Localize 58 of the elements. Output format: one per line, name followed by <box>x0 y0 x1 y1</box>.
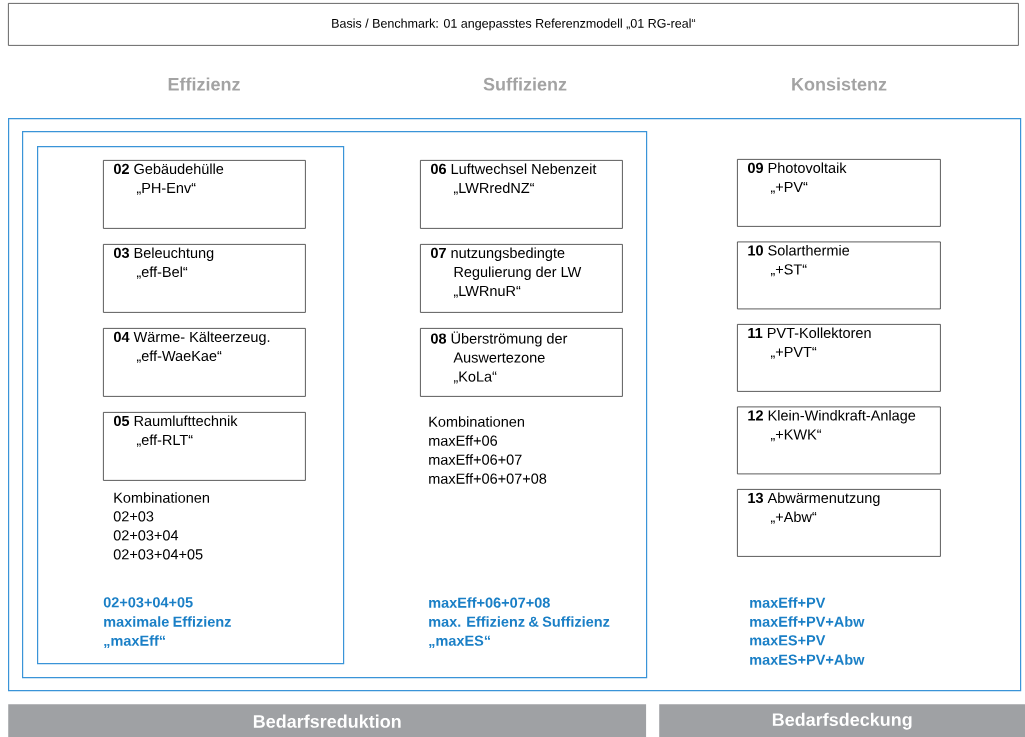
measure-title: 10 Solarthermie <box>748 244 850 256</box>
result-text: max. Effizienz & Suffizienz „maxES“ <box>429 616 610 648</box>
measure-title: 13 Abwärmenutzung <box>748 492 880 506</box>
measure-box <box>420 244 623 313</box>
measure-title: 12 Klein-Windkraft-Anlage <box>748 409 916 424</box>
combination-text: maxEff+06+07+08 <box>429 473 547 484</box>
measure-title: 04 Wärme- Kälteerzeug. <box>114 331 270 345</box>
combination-text: Kombinationen <box>114 492 209 503</box>
column-heading: Suffizienz <box>483 77 567 91</box>
result-text: maxEff+PV+Abw <box>750 616 865 627</box>
measure-title: 02 Gebäudehülle <box>114 163 224 175</box>
result-text: 02+03+04+05 <box>103 597 193 608</box>
measure-title: 07 nutzungsbedingte Regulierung der LW <box>431 247 582 280</box>
measure-box <box>103 244 306 313</box>
measure-box <box>420 160 623 229</box>
code-label: „PH-Env“ <box>136 182 196 195</box>
result-text: maxEff+06+07+08 <box>429 597 550 608</box>
code-label: „eff-WaeKae“ <box>136 350 222 363</box>
combination-text: 02+03+04+05 <box>113 549 203 560</box>
category-bar: Bedarfsreduktion <box>8 704 647 737</box>
result-text: maxEff+PV <box>750 597 826 608</box>
measure-box <box>103 328 306 397</box>
measure-box <box>737 324 941 392</box>
combination-text: 02+03 <box>113 511 154 522</box>
measure-title: 08 Überströmung der Auswertezone <box>431 331 568 363</box>
combination-text: Kombinationen <box>429 416 524 427</box>
result-text: maximale Effizienz „maxEff“ <box>104 616 231 648</box>
combination-text: 02+03+04 <box>113 530 179 541</box>
code-label: „+PV“ <box>770 181 808 194</box>
code-label: „LWRnuR“ <box>453 285 521 298</box>
code-label: „+Abw“ <box>770 511 817 524</box>
code-label: „+KWK“ <box>770 429 822 442</box>
measure-title: 09 Photovoltaik <box>748 162 847 174</box>
measure-title: 03 Beleuchtung <box>114 247 214 261</box>
code-label: „LWRredNZ“ <box>453 182 534 195</box>
column-heading: Effizienz <box>168 77 240 91</box>
result-text: maxES+PV <box>750 635 826 646</box>
result-text: maxES+PV+Abw <box>750 654 865 665</box>
code-label: „KoLa“ <box>453 371 497 384</box>
measure-box <box>737 159 941 227</box>
column-heading: Konsistenz <box>792 77 887 91</box>
code-label: „eff-RLT“ <box>136 434 193 447</box>
measure-box <box>737 489 941 557</box>
measure-box <box>420 328 623 397</box>
code-label: „+PVT“ <box>770 346 817 359</box>
header-box: Basis / Benchmark: 01 angepasstes Referenzmodell „01 RG-real“ <box>8 3 1019 46</box>
category-bar: Bedarfsdeckung <box>659 704 1025 737</box>
measure-box <box>737 241 941 310</box>
measure-box <box>103 160 306 229</box>
measure-box <box>737 406 941 475</box>
measure-title: 11 PVT-Kollektoren <box>748 327 871 339</box>
code-label: „+ST“ <box>770 264 807 277</box>
measure-title: 06 Luftwechsel Nebenzeit <box>431 163 597 175</box>
measure-title: 05 Raumlufttechnik <box>114 415 238 427</box>
combination-text: maxEff+06 <box>429 435 498 446</box>
measure-box <box>103 412 306 481</box>
code-label: „eff-Bel“ <box>136 266 188 279</box>
combination-text: maxEff+06+07 <box>429 454 522 465</box>
